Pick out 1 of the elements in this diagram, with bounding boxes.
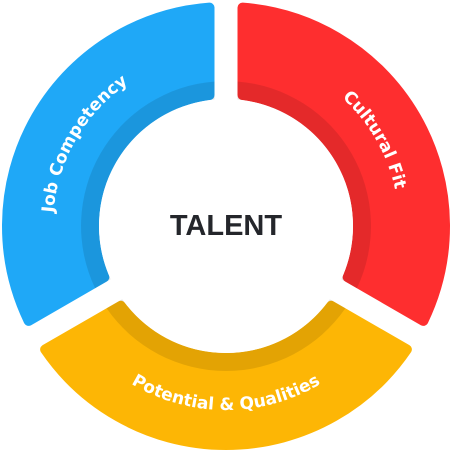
center-title: TALENT <box>170 210 282 242</box>
